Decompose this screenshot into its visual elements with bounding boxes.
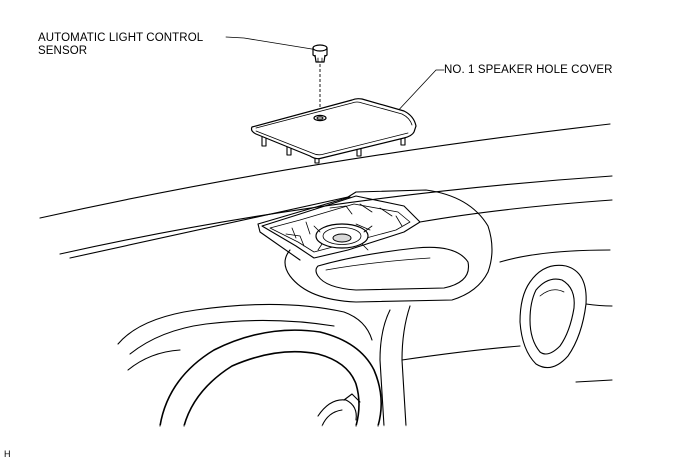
sensor-callout-line2: SENSOR bbox=[38, 45, 88, 57]
sensor-callout-line1: AUTOMATIC LIGHT CONTROL bbox=[38, 32, 204, 44]
leader-lines bbox=[225, 36, 445, 116]
sensor-callout-label: AUTOMATIC LIGHT CONTROL SENSOR bbox=[38, 32, 203, 58]
side-vent bbox=[519, 264, 587, 369]
cover-callout-label: NO. 1 SPEAKER HOLE COVER bbox=[444, 64, 613, 76]
steering-wheel bbox=[159, 329, 382, 427]
cover-leader-line bbox=[393, 69, 445, 116]
automatic-light-control-sensor bbox=[312, 44, 328, 63]
sensor-leader-line bbox=[225, 36, 319, 51]
instrument-panel bbox=[39, 123, 613, 427]
figure-code: H bbox=[4, 449, 11, 459]
no1-speaker-hole-cover bbox=[250, 98, 417, 164]
